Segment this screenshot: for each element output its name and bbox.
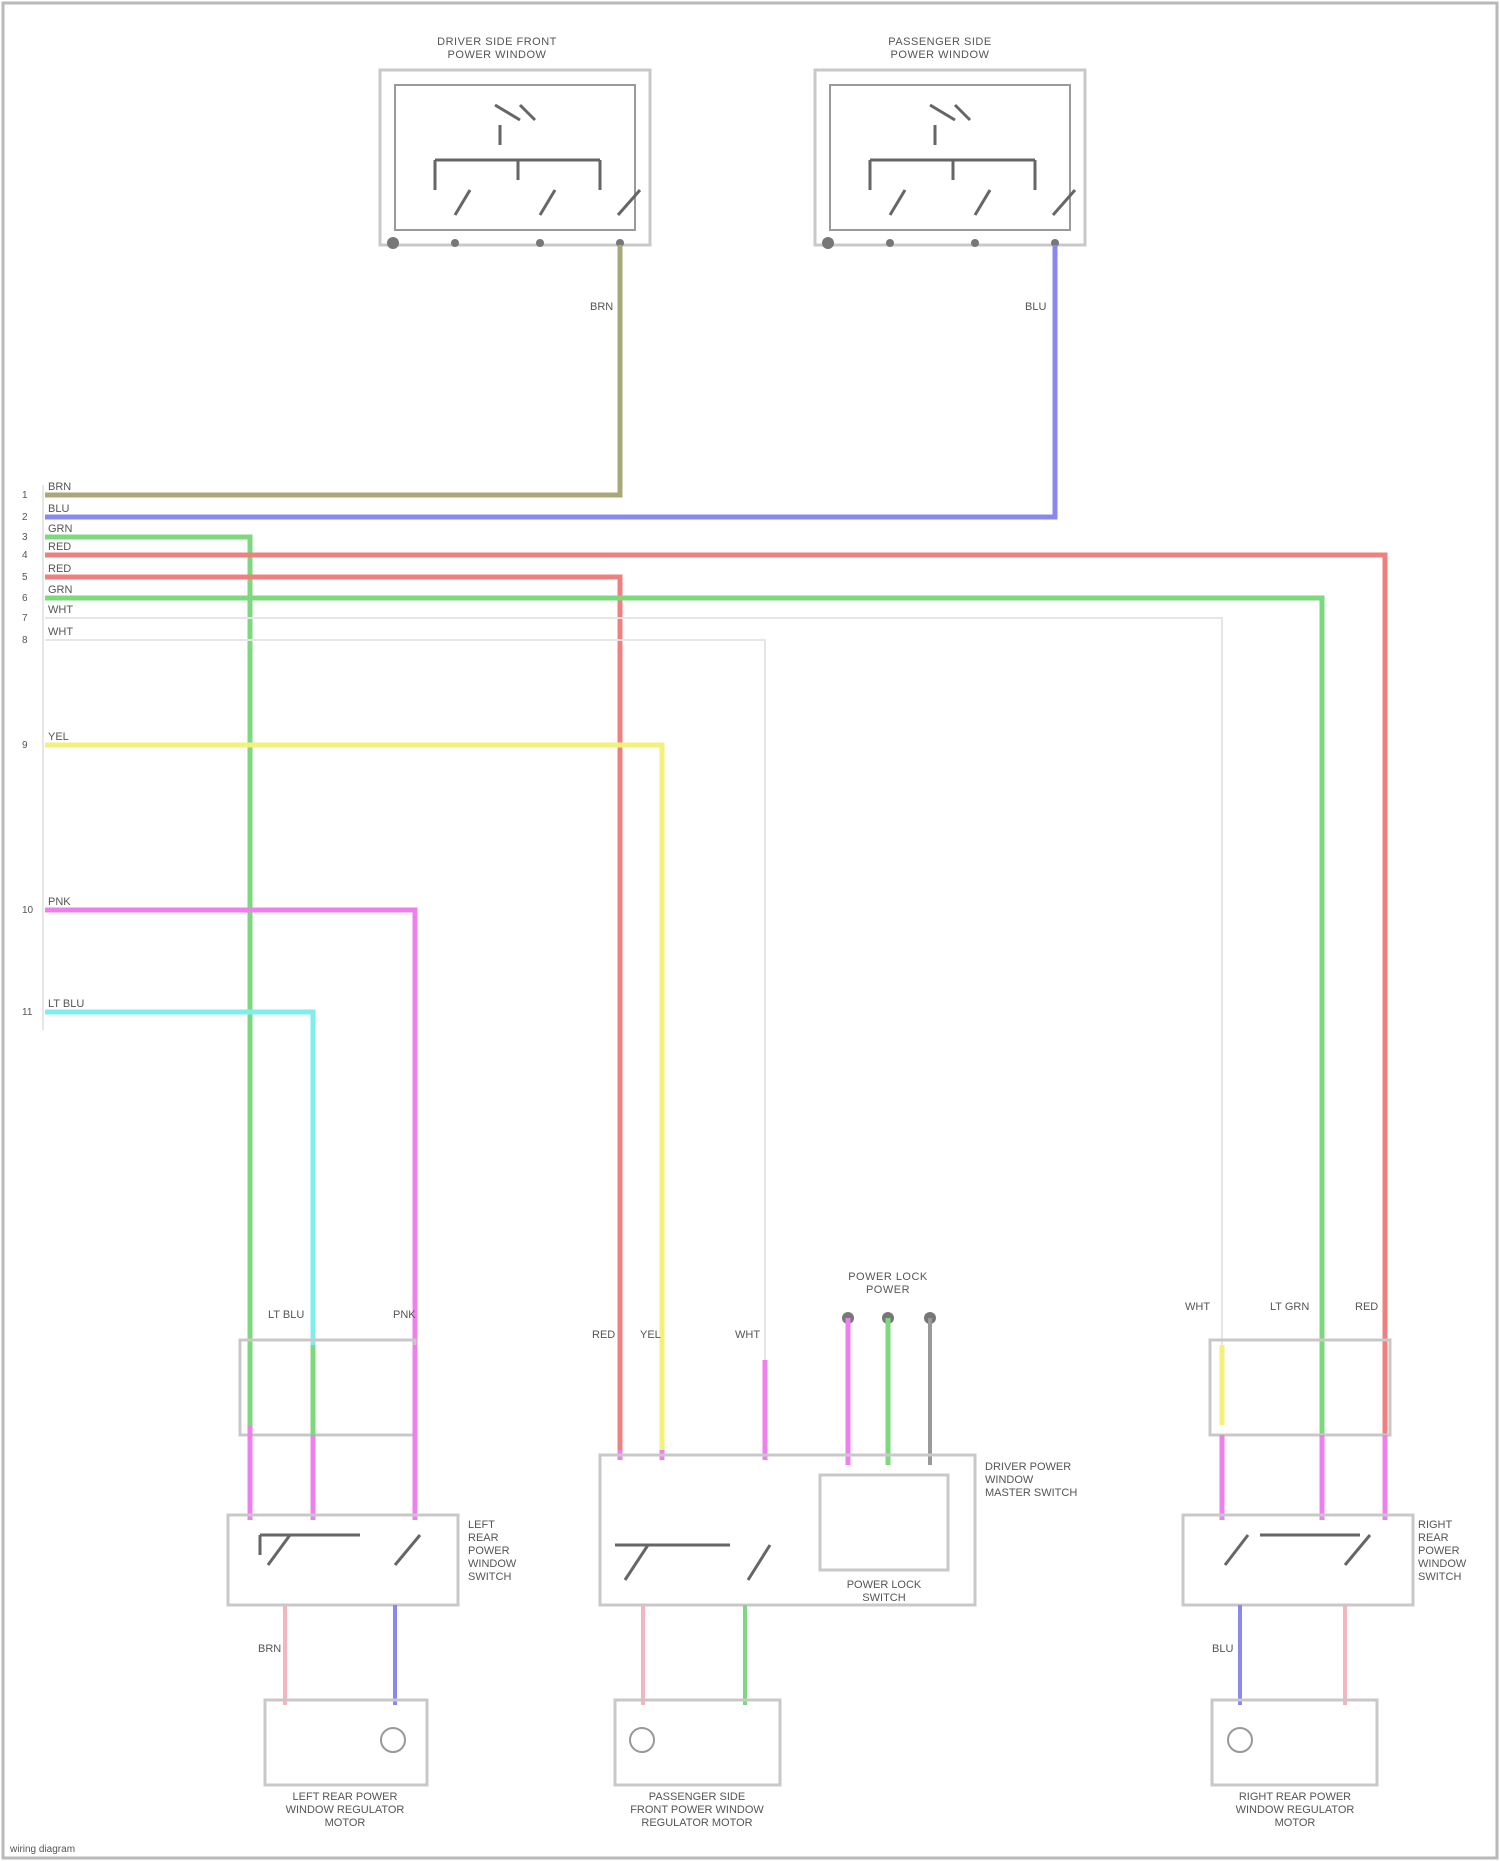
module-left-title-1: LEFT xyxy=(468,1519,495,1531)
top-switch-passenger: PASSENGER SIDE POWER WINDOW xyxy=(815,36,1085,249)
harness-label-9: YEL xyxy=(48,731,69,743)
top-switch-passenger-inner xyxy=(830,85,1070,230)
tag-lt-blu: LT BLU xyxy=(268,1309,304,1321)
module-left-connector xyxy=(240,1340,415,1435)
wire-wht-1 xyxy=(45,618,1222,1345)
footer-text: wiring diagram xyxy=(9,1844,75,1855)
pin-8: 8 xyxy=(22,635,28,646)
pin-7: 7 xyxy=(22,613,28,624)
harness-label-2: BLU xyxy=(48,503,69,515)
pin-9: 9 xyxy=(22,740,28,751)
connector-pins: 1 2 3 4 5 6 7 8 9 10 11 xyxy=(22,490,34,1018)
top-switch-driver-box xyxy=(380,70,650,245)
motor-left-title-1: LEFT REAR POWER xyxy=(293,1791,398,1803)
wire-red-right xyxy=(45,555,1385,1515)
harness-label-4: RED xyxy=(48,541,71,553)
motor-right-symbol xyxy=(1228,1728,1252,1752)
motor-right-title-1: RIGHT REAR POWER xyxy=(1239,1791,1351,1803)
harness-label-7: WHT xyxy=(48,604,73,616)
harness-label-5: RED xyxy=(48,563,71,575)
harness-label-3: GRN xyxy=(48,523,73,535)
module-right-title-5: SWITCH xyxy=(1418,1571,1461,1583)
top-switch-passenger-box xyxy=(815,70,1085,245)
top-switch-passenger-title-1: PASSENGER SIDE xyxy=(888,36,991,48)
center-power-title-2: POWER xyxy=(866,1284,910,1296)
module-driver-master: POWER LOCK SWITCH DRIVER POWER WINDOW MA… xyxy=(600,1360,1077,1829)
module-master-title-3: MASTER SWITCH xyxy=(985,1487,1077,1499)
module-left-title-2: REAR xyxy=(468,1532,499,1544)
motor-left-title-3: MOTOR xyxy=(325,1817,366,1829)
motor-left-box xyxy=(265,1700,427,1785)
motor-left-symbol xyxy=(381,1728,405,1752)
wire-blu xyxy=(45,245,1055,517)
top-switch-passenger-title-2: POWER WINDOW xyxy=(891,49,990,61)
wire-brn-tag: BRN xyxy=(590,301,613,313)
harness-label-6: GRN xyxy=(48,584,73,596)
motor-right-title-2: WINDOW REGULATOR xyxy=(1236,1804,1355,1816)
motor-center-box xyxy=(615,1700,780,1785)
harness-label-1: BRN xyxy=(48,481,71,493)
harness-label-10: PNK xyxy=(48,896,71,908)
pin-4: 4 xyxy=(22,550,28,561)
module-left-title-3: POWER xyxy=(468,1545,510,1557)
motor-center-symbol xyxy=(630,1728,654,1752)
pin-3: 3 xyxy=(22,532,28,543)
wire-grn-right xyxy=(45,598,1322,1515)
wire-brn xyxy=(45,245,620,495)
motor-left-title-2: WINDOW REGULATOR xyxy=(286,1804,405,1816)
top-switch-driver-inner xyxy=(395,85,635,230)
module-left-switch-box xyxy=(228,1515,458,1605)
tag-yel: YEL xyxy=(640,1329,661,1341)
wire-pnk xyxy=(45,910,415,1345)
pin-10: 10 xyxy=(22,905,34,916)
module-right-title-3: POWER xyxy=(1418,1545,1460,1557)
harness-label-11: LT BLU xyxy=(48,998,84,1010)
tag-brn-left: BRN xyxy=(258,1643,281,1655)
top-switch-driver: DRIVER SIDE FRONT POWER WINDOW xyxy=(380,36,650,249)
module-master-inner-title-1: POWER LOCK xyxy=(847,1579,922,1591)
module-right-connector xyxy=(1210,1340,1390,1435)
module-left-rear: LEFT REAR POWER WINDOW SWITCH LEFT REAR … xyxy=(228,1340,517,1829)
tag-red: RED xyxy=(592,1329,615,1341)
wire-grn-left xyxy=(45,537,250,1425)
center-power-source: POWER LOCK POWER xyxy=(842,1271,936,1465)
wire-yel xyxy=(45,745,662,1450)
tag-wht: WHT xyxy=(735,1329,760,1341)
tag-red-right: RED xyxy=(1355,1301,1378,1313)
wire-lt-blu xyxy=(45,1012,313,1345)
harness-label-8: WHT xyxy=(48,626,73,638)
module-right-title-2: REAR xyxy=(1418,1532,1449,1544)
module-master-title-2: WINDOW xyxy=(985,1474,1034,1486)
module-master-title-1: DRIVER POWER xyxy=(985,1461,1071,1473)
top-switch-driver-title-2: POWER WINDOW xyxy=(448,49,547,61)
module-right-switch-box xyxy=(1183,1515,1413,1605)
module-right-title-4: WINDOW xyxy=(1418,1558,1467,1570)
tag-wht-right: WHT xyxy=(1185,1301,1210,1313)
center-power-title-1: POWER LOCK xyxy=(848,1271,928,1283)
pin-5: 5 xyxy=(22,572,28,583)
motor-center-title-3: REGULATOR MOTOR xyxy=(641,1817,752,1829)
wire-blu-tag: BLU xyxy=(1025,301,1046,313)
pin-1: 1 xyxy=(22,490,28,501)
tag-lt-grn: LT GRN xyxy=(1270,1301,1309,1313)
module-left-title-5: SWITCH xyxy=(468,1571,511,1583)
tag-blu-right: BLU xyxy=(1212,1643,1233,1655)
motor-center-title-2: FRONT POWER WINDOW xyxy=(630,1804,764,1816)
module-right-rear: RIGHT REAR POWER WINDOW SWITCH RIGHT REA… xyxy=(1183,1340,1467,1829)
top-switch-driver-title-1: DRIVER SIDE FRONT xyxy=(437,36,557,48)
tag-pnk: PNK xyxy=(393,1309,416,1321)
module-master-inner-title-2: SWITCH xyxy=(862,1592,905,1604)
motor-right-box xyxy=(1212,1700,1377,1785)
pin-6: 6 xyxy=(22,593,28,604)
module-right-title-1: RIGHT xyxy=(1418,1519,1453,1531)
module-master-inner-switch xyxy=(820,1475,948,1570)
wire-wht-2 xyxy=(45,640,765,1360)
motor-center-title-1: PASSENGER SIDE xyxy=(649,1791,745,1803)
pin-11: 11 xyxy=(22,1007,33,1018)
motor-right-title-3: MOTOR xyxy=(1275,1817,1316,1829)
pin-2: 2 xyxy=(22,512,28,523)
module-left-title-4: WINDOW xyxy=(468,1558,517,1570)
